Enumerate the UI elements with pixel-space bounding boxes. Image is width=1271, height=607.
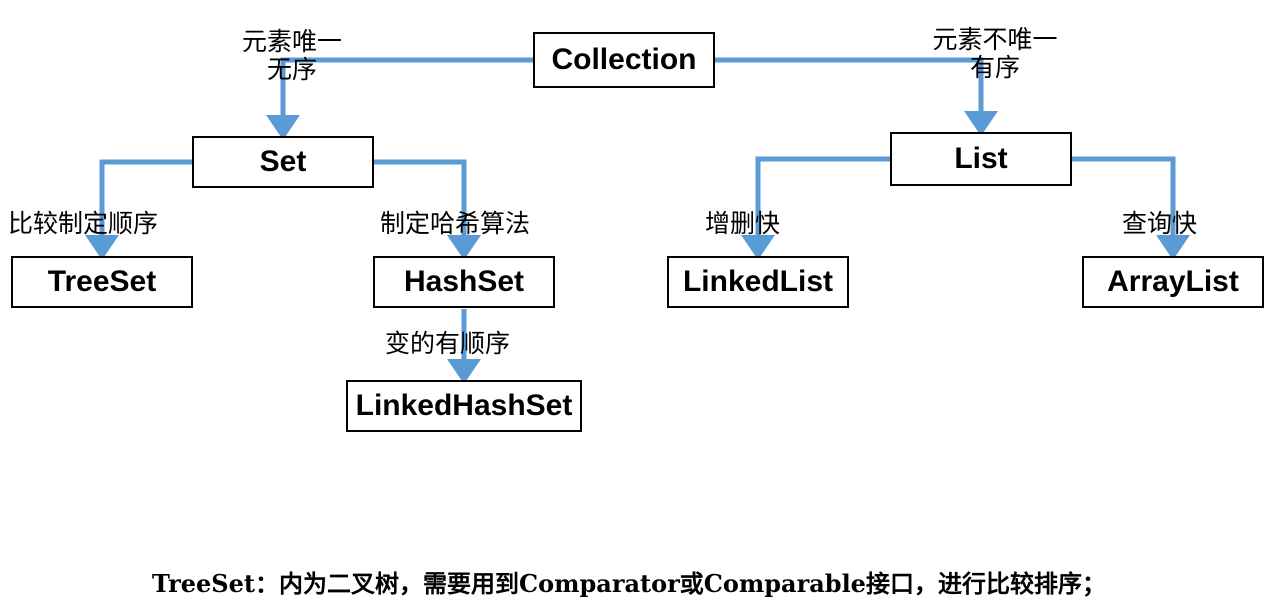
node-list[interactable]: List — [890, 132, 1072, 186]
node-set-label: Set — [259, 145, 307, 178]
node-linkedlist[interactable]: LinkedList — [667, 256, 849, 308]
edge-label-list-to-arraylist: 查询快 — [1122, 209, 1198, 238]
node-linkedhashset[interactable]: LinkedHashSet — [346, 380, 582, 432]
node-list-label: List — [954, 142, 1008, 175]
node-arraylist-label: ArrayList — [1107, 265, 1239, 298]
node-linkedhashset-label: LinkedHashSet — [355, 389, 573, 422]
edge-label-collection-to-set: 元素唯一 无序 — [241, 27, 342, 84]
node-arraylist[interactable]: ArrayList — [1082, 256, 1264, 308]
node-treeset-label: TreeSet — [47, 265, 157, 298]
node-hashset-label: HashSet — [403, 265, 525, 298]
caption-line-treeset: TreeSet：内为二叉树，需要用到Comparator或Comparable接… — [152, 568, 1106, 598]
edge-label-hashset-to-linkedhashset: 变的有顺序 — [385, 329, 511, 358]
edge-label-list-to-linkedlist: 增删快 — [705, 209, 781, 238]
node-linkedlist-label: LinkedList — [682, 265, 833, 298]
edge-label-set-to-treeset: 比较制定顺序 — [8, 209, 159, 238]
caption-block: TreeSet：内为二叉树，需要用到Comparator或Comparable接… — [152, 503, 1122, 607]
edge-label-collection-to-list: 元素不唯一 有序 — [932, 25, 1058, 82]
node-collection[interactable]: Collection — [533, 32, 715, 88]
node-hashset[interactable]: HashSet — [373, 256, 555, 308]
node-collection-label: Collection — [551, 43, 697, 76]
node-set[interactable]: Set — [192, 136, 374, 188]
node-treeset[interactable]: TreeSet — [11, 256, 193, 308]
edge-label-set-to-hashset: 制定哈希算法 — [380, 209, 531, 238]
